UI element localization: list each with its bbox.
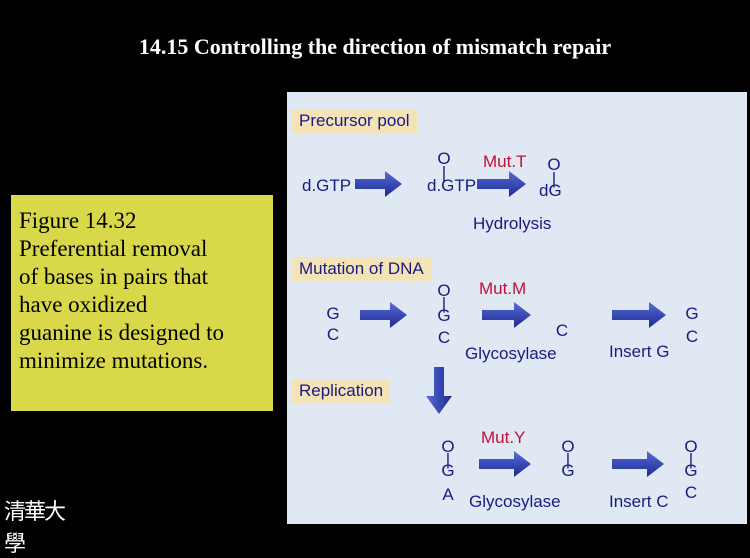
- oxo-mark: O: [547, 155, 561, 174]
- caption-line: Preferential removal: [19, 236, 208, 261]
- bond-mark: |: [688, 450, 694, 469]
- mutation-of-dna-label: Mutation of DNA: [292, 257, 431, 281]
- caption-line: Figure 14.32: [19, 208, 137, 233]
- diagram-panel: Precursor pool d.GTP O | d.GTP Mut.T O |…: [287, 92, 747, 524]
- hydrolysis-label: Hydrolysis: [473, 214, 552, 233]
- base-g-oxidized: G: [684, 461, 698, 480]
- figure-caption: Figure 14.32 Preferential removal of bas…: [11, 195, 273, 411]
- base-g-restored: G: [685, 304, 699, 323]
- bond-mark: |: [441, 294, 447, 313]
- slide-title: 14.15 Controlling the direction of misma…: [138, 34, 612, 59]
- arrow-right-icon: [477, 171, 526, 197]
- oxo-mark: O: [441, 437, 455, 456]
- precursor-pool-label: Precursor pool: [292, 109, 417, 133]
- base-c: C: [326, 325, 340, 344]
- bond-mark: |: [445, 450, 451, 469]
- base-g-oxidized: G: [561, 461, 575, 480]
- arrow-right-icon: [360, 302, 407, 328]
- caption-line: of bases in pairs that: [19, 264, 209, 289]
- glycosylase-label: Glycosylase: [465, 344, 557, 363]
- bond-mark: |: [441, 163, 447, 182]
- replication-label: Replication: [292, 379, 391, 403]
- dg-product: dG: [539, 181, 562, 200]
- caption-line: guanine is designed to: [19, 320, 225, 345]
- dgtp-left: d.GTP: [302, 176, 352, 195]
- mutm-enzyme: Mut.M: [479, 279, 527, 298]
- base-c-remaining: C: [555, 321, 569, 340]
- muty-enzyme: Mut.Y: [481, 428, 526, 447]
- insert-g-label: Insert G: [609, 342, 670, 361]
- insert-c-label: Insert C: [609, 492, 669, 511]
- base-g-oxidized: G: [441, 461, 455, 480]
- arrow-right-icon: [612, 451, 664, 477]
- mutt-enzyme: Mut.T: [483, 152, 527, 171]
- university-logo: 清華大學: [4, 500, 66, 557]
- arrow-right-icon: [479, 451, 531, 477]
- base-c: C: [684, 483, 698, 502]
- oxo-mark: O: [437, 149, 451, 168]
- caption-line: have oxidized: [19, 292, 148, 317]
- base-g-oxidized: G: [437, 306, 451, 325]
- base-c: C: [437, 328, 451, 347]
- glycosylase-label: Glycosylase: [469, 492, 561, 511]
- base-g: G: [326, 304, 340, 323]
- arrows-layer: [355, 171, 666, 477]
- caption-line: minimize mutations.: [19, 348, 209, 373]
- dgtp-oxidized: d.GTP: [427, 176, 477, 195]
- arrow-right-icon: [482, 302, 531, 328]
- oxo-mark: O: [437, 281, 451, 300]
- oxo-mark: O: [684, 437, 698, 456]
- arrow-right-icon: [612, 302, 666, 328]
- base-a: A: [442, 485, 454, 504]
- arrow-down-icon: [426, 367, 452, 414]
- base-c: C: [685, 327, 699, 346]
- oxo-mark: O: [561, 437, 575, 456]
- bond-mark: |: [565, 450, 571, 469]
- bond-mark: |: [551, 169, 557, 188]
- arrow-right-icon: [355, 171, 402, 197]
